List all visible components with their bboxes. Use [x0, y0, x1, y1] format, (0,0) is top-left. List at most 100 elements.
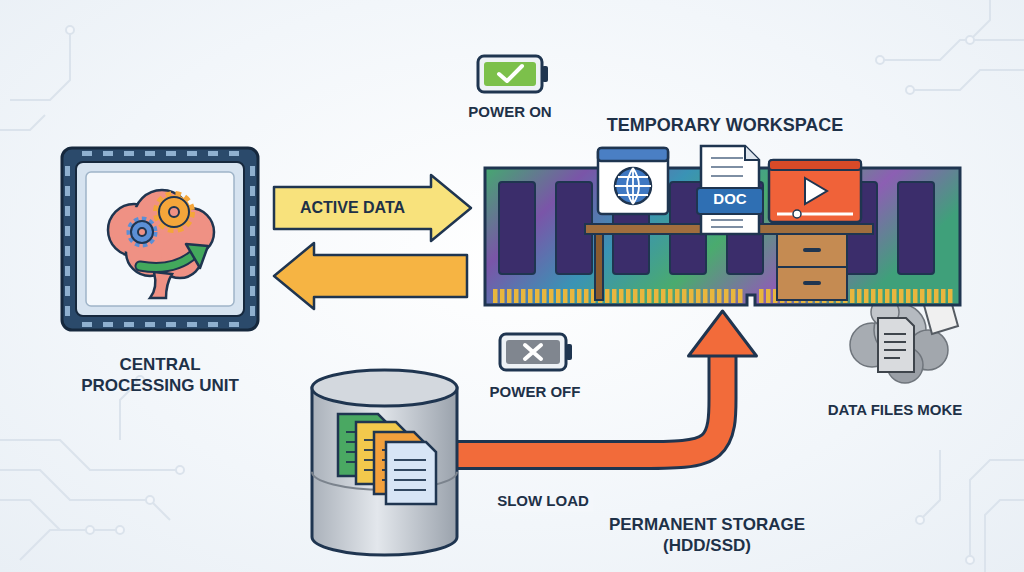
brain-stem — [150, 272, 172, 298]
arrow-outline — [140, 254, 194, 268]
edge-label: SLOW LOAD — [493, 491, 593, 512]
circuit-dots — [66, 26, 74, 34]
memory-module: TEMPORARY WORKSPACEDOC — [485, 168, 960, 305]
chip-contact — [208, 151, 218, 156]
chip-contact — [65, 186, 70, 196]
play-button — [805, 178, 827, 204]
memory-board — [485, 168, 960, 305]
storage-drum: PERMANENT STORAGE (HDD/SSD) — [312, 370, 457, 555]
browser-bar — [598, 148, 668, 161]
slider-knob — [793, 210, 801, 218]
caption-label: POWER ON — [468, 103, 551, 122]
chip-contact — [166, 151, 176, 156]
gold-contact — [535, 289, 540, 303]
arrow-head — [689, 311, 757, 356]
circuit-traces — [970, 0, 990, 40]
node-heading: CENTRAL PROCESSING UNIT — [70, 354, 250, 397]
battery-full-icon — [484, 62, 536, 86]
video-player — [769, 160, 861, 222]
battery-empty-icon — [506, 340, 560, 364]
drawer-handle — [803, 281, 821, 285]
block-arrow — [274, 175, 471, 241]
chip-panel — [76, 162, 244, 316]
gold-contact — [696, 289, 701, 303]
curved-arrow-outline — [457, 355, 723, 455]
circuit-traces — [880, 40, 1024, 60]
chip-contact — [250, 286, 255, 296]
chip-contact — [250, 166, 255, 176]
fading-file-icon — [884, 334, 906, 358]
circuit-dots — [116, 526, 124, 534]
circuit-traces — [0, 440, 180, 470]
document-line — [711, 166, 743, 168]
gold-contact — [892, 289, 897, 303]
gold-contact — [941, 289, 946, 303]
circuit-dots — [86, 526, 94, 534]
gold-contact — [717, 289, 722, 303]
circuit-dots — [876, 56, 884, 64]
chip-contact — [82, 322, 92, 327]
gold-contact — [577, 289, 582, 303]
stored-file — [386, 442, 436, 504]
arrow-head — [186, 244, 208, 268]
browser-window — [598, 148, 668, 214]
chip-contact — [166, 322, 176, 327]
circuit-traces — [0, 115, 45, 130]
chip-contact — [65, 226, 70, 236]
gold-contact — [528, 289, 533, 303]
globe — [615, 168, 651, 204]
battery-full-icon — [478, 56, 542, 92]
gold-contact — [612, 289, 617, 303]
gold-contact — [654, 289, 659, 303]
edge-label: ACTIVE DATA — [296, 197, 409, 219]
globe-lines — [615, 168, 651, 204]
chip-contact — [65, 306, 70, 316]
memory-chip — [898, 182, 934, 274]
gold-contact — [514, 289, 519, 303]
gold-contact — [703, 289, 708, 303]
data-flow-arrow — [274, 243, 467, 309]
chip-body — [62, 148, 258, 330]
gold-contact — [633, 289, 638, 303]
circuit-dots — [66, 26, 974, 564]
gold-contact — [542, 289, 547, 303]
chip-contact — [250, 226, 255, 236]
data-flow-arrow — [274, 175, 471, 241]
chip-contact — [103, 151, 113, 156]
file-line — [394, 469, 426, 471]
gold-contact — [920, 289, 925, 303]
document-line — [711, 175, 743, 177]
gold-contact — [570, 289, 575, 303]
gear — [131, 221, 153, 243]
gold-contact — [619, 289, 624, 303]
battery-full-icon — [499, 66, 522, 81]
curved-arrow-body — [457, 355, 723, 455]
gold-contact — [731, 289, 736, 303]
chip-contact — [103, 322, 113, 327]
battery-empty-icon — [566, 344, 572, 360]
circuit-traces — [20, 530, 90, 560]
document-line — [711, 219, 743, 221]
gold-contact — [675, 289, 680, 303]
gear-teeth — [157, 195, 191, 229]
gold-contact — [647, 289, 652, 303]
circuit-traces — [970, 460, 1024, 560]
gold-contact — [948, 289, 953, 303]
gold-contact — [766, 289, 771, 303]
chip-contact — [187, 322, 197, 327]
icon-label: DOC — [695, 190, 765, 209]
battery-empty-icon — [500, 334, 566, 370]
text-holder: TEMPORARY WORKSPACE — [575, 114, 875, 137]
gold-contact — [724, 289, 729, 303]
chip-contact — [208, 322, 218, 327]
node-heading: PERMANENT STORAGE (HDD/SSD) — [607, 514, 807, 557]
circuit-traces — [0, 470, 170, 520]
node-heading: TEMPORARY WORKSPACE — [575, 114, 875, 137]
circuit-dots — [906, 86, 914, 94]
chip-contact — [124, 151, 134, 156]
data-flow-arrow — [457, 311, 757, 455]
gold-contact — [507, 289, 512, 303]
chip-contact — [229, 322, 239, 327]
gold-contact — [668, 289, 673, 303]
brain-icon — [108, 190, 214, 298]
